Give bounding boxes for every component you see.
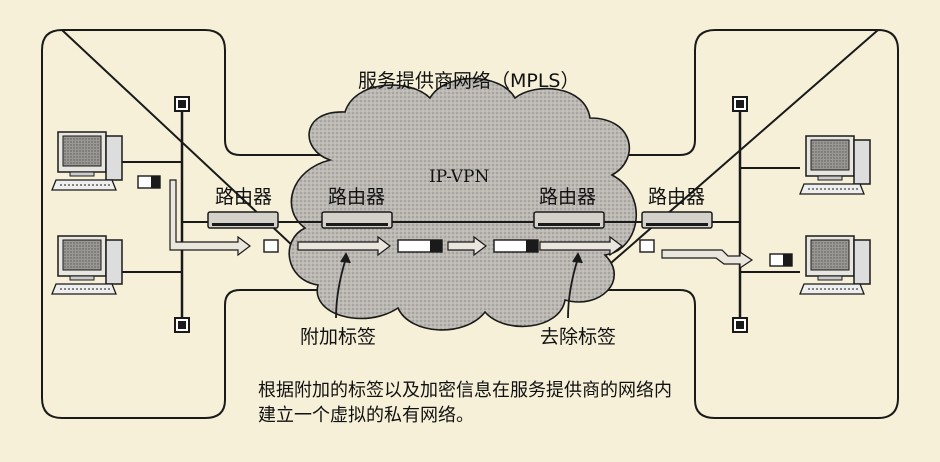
network-title: 服务提供商网络（MPLS） <box>358 70 580 92</box>
labeled-packet-icon <box>493 239 539 253</box>
cloud-label: IP-VPN <box>429 167 490 187</box>
ip-vpn-cloud <box>288 77 637 331</box>
annotation-remove-label: 去除标签 <box>540 326 617 348</box>
router-icon <box>321 211 393 229</box>
router-label-right-edge: 路由器 <box>648 186 706 208</box>
labeled-packet-icon <box>397 239 443 253</box>
router-label-right-core: 路由器 <box>539 186 597 208</box>
annotation-attach-label: 附加标签 <box>300 326 377 348</box>
router-icon <box>533 211 605 229</box>
packet-icon <box>769 253 793 267</box>
router-label-left-edge: 路由器 <box>215 186 273 208</box>
caption: 根据附加的标签以及加密信息在服务提供商的网络内建立一个虚拟的私有网络。 <box>258 380 672 426</box>
left-site-frame <box>41 28 343 419</box>
computer-icon <box>51 235 123 295</box>
router-label-left-core: 路由器 <box>328 186 386 208</box>
computer-icon <box>799 135 871 195</box>
router-icon <box>207 211 279 229</box>
packet-flow <box>169 179 754 270</box>
computer-icon <box>799 235 871 295</box>
right-site-frame <box>577 28 899 419</box>
packet-icon <box>639 239 655 253</box>
annotation-pointer <box>335 252 583 319</box>
router-icon <box>641 211 713 229</box>
computer-icon <box>51 131 123 191</box>
packet-icon <box>263 239 279 253</box>
packet-icon <box>137 175 161 189</box>
